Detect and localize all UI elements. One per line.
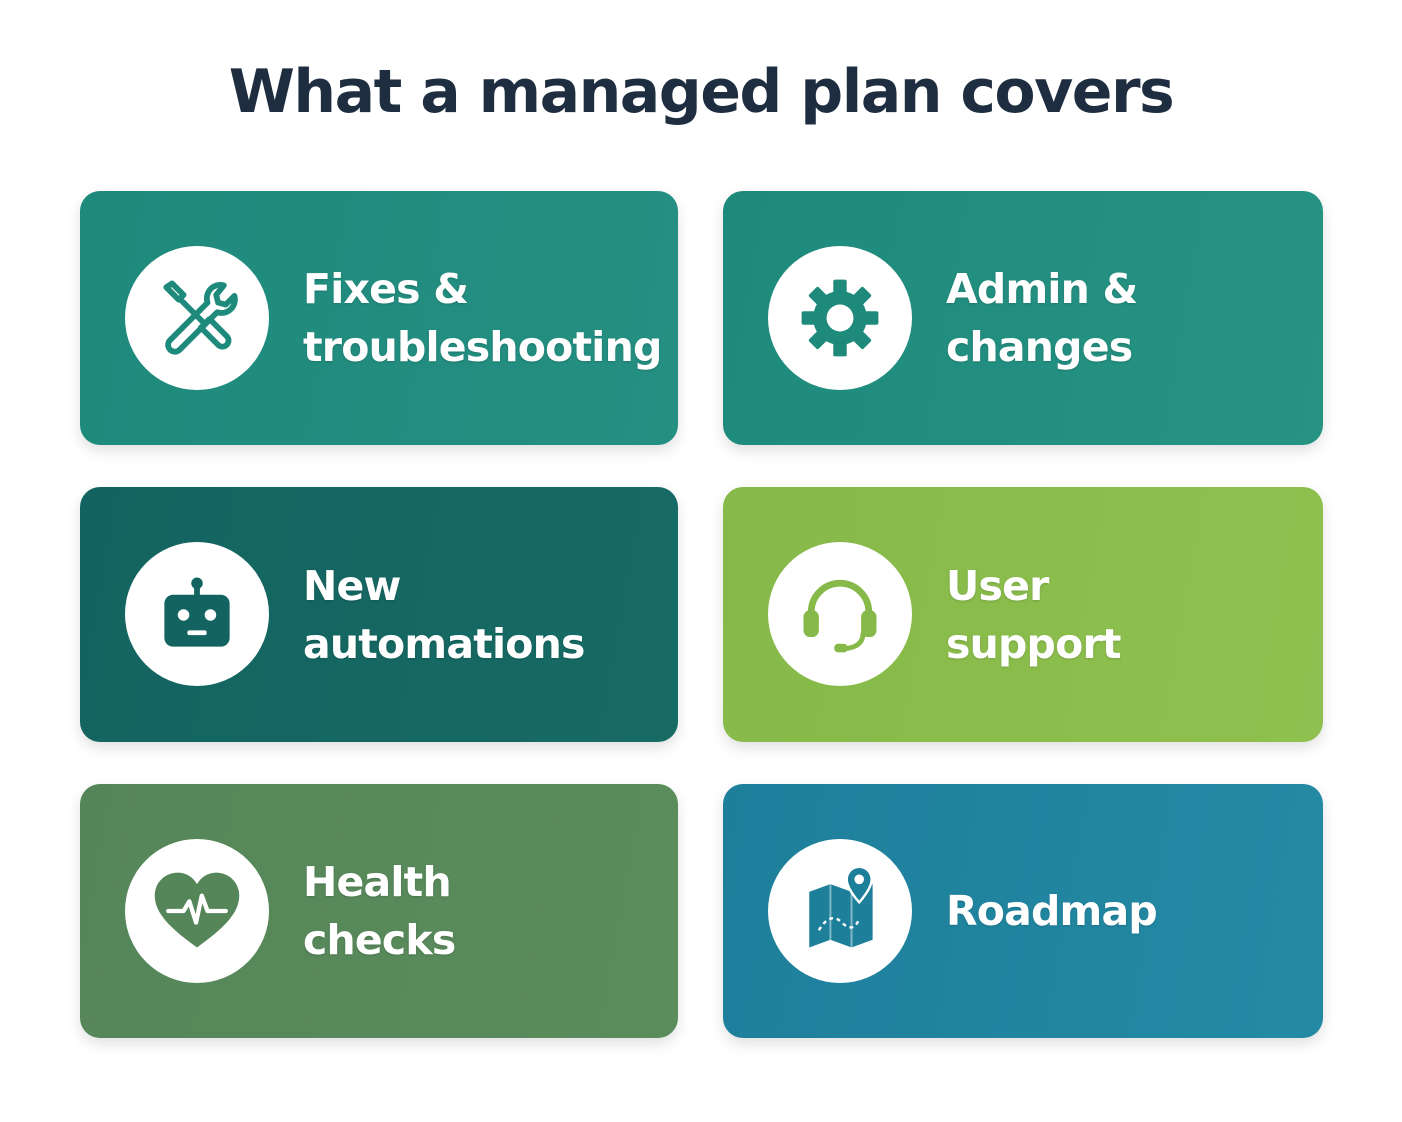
headset-icon (803, 580, 877, 653)
icon-circle (125, 246, 269, 390)
card-roadmap: Roadmap (723, 784, 1323, 1038)
icon-circle (125, 542, 269, 686)
coverage-grid: Fixes & troubleshooting Admin & chan (80, 191, 1323, 1038)
card-admin-changes: Admin & changes (723, 191, 1323, 445)
card-fixes-troubleshooting: Fixes & troubleshooting (80, 191, 678, 445)
card-label: Fixes & troubleshooting (303, 265, 662, 371)
card-label: Health checks (303, 858, 456, 964)
gear-icon (801, 279, 879, 357)
icon-circle (768, 542, 912, 686)
card-label: User support (946, 561, 1121, 668)
icon-circle (768, 246, 912, 390)
card-health-checks: Health checks (80, 784, 678, 1038)
wrench-screwdriver-icon (163, 280, 238, 355)
card-user-support: User support (723, 487, 1323, 742)
icon-circle (768, 839, 912, 983)
heart-pulse-icon (154, 872, 240, 948)
card-new-automations: New automations (80, 487, 678, 742)
page-title: What a managed plan covers (228, 57, 1175, 127)
card-label: Roadmap (946, 887, 1158, 935)
icon-circle (125, 839, 269, 983)
robot-icon (164, 577, 230, 647)
card-label: Admin & changes (946, 265, 1138, 371)
map-pin-icon (809, 865, 873, 948)
card-label: New automations (303, 561, 585, 668)
